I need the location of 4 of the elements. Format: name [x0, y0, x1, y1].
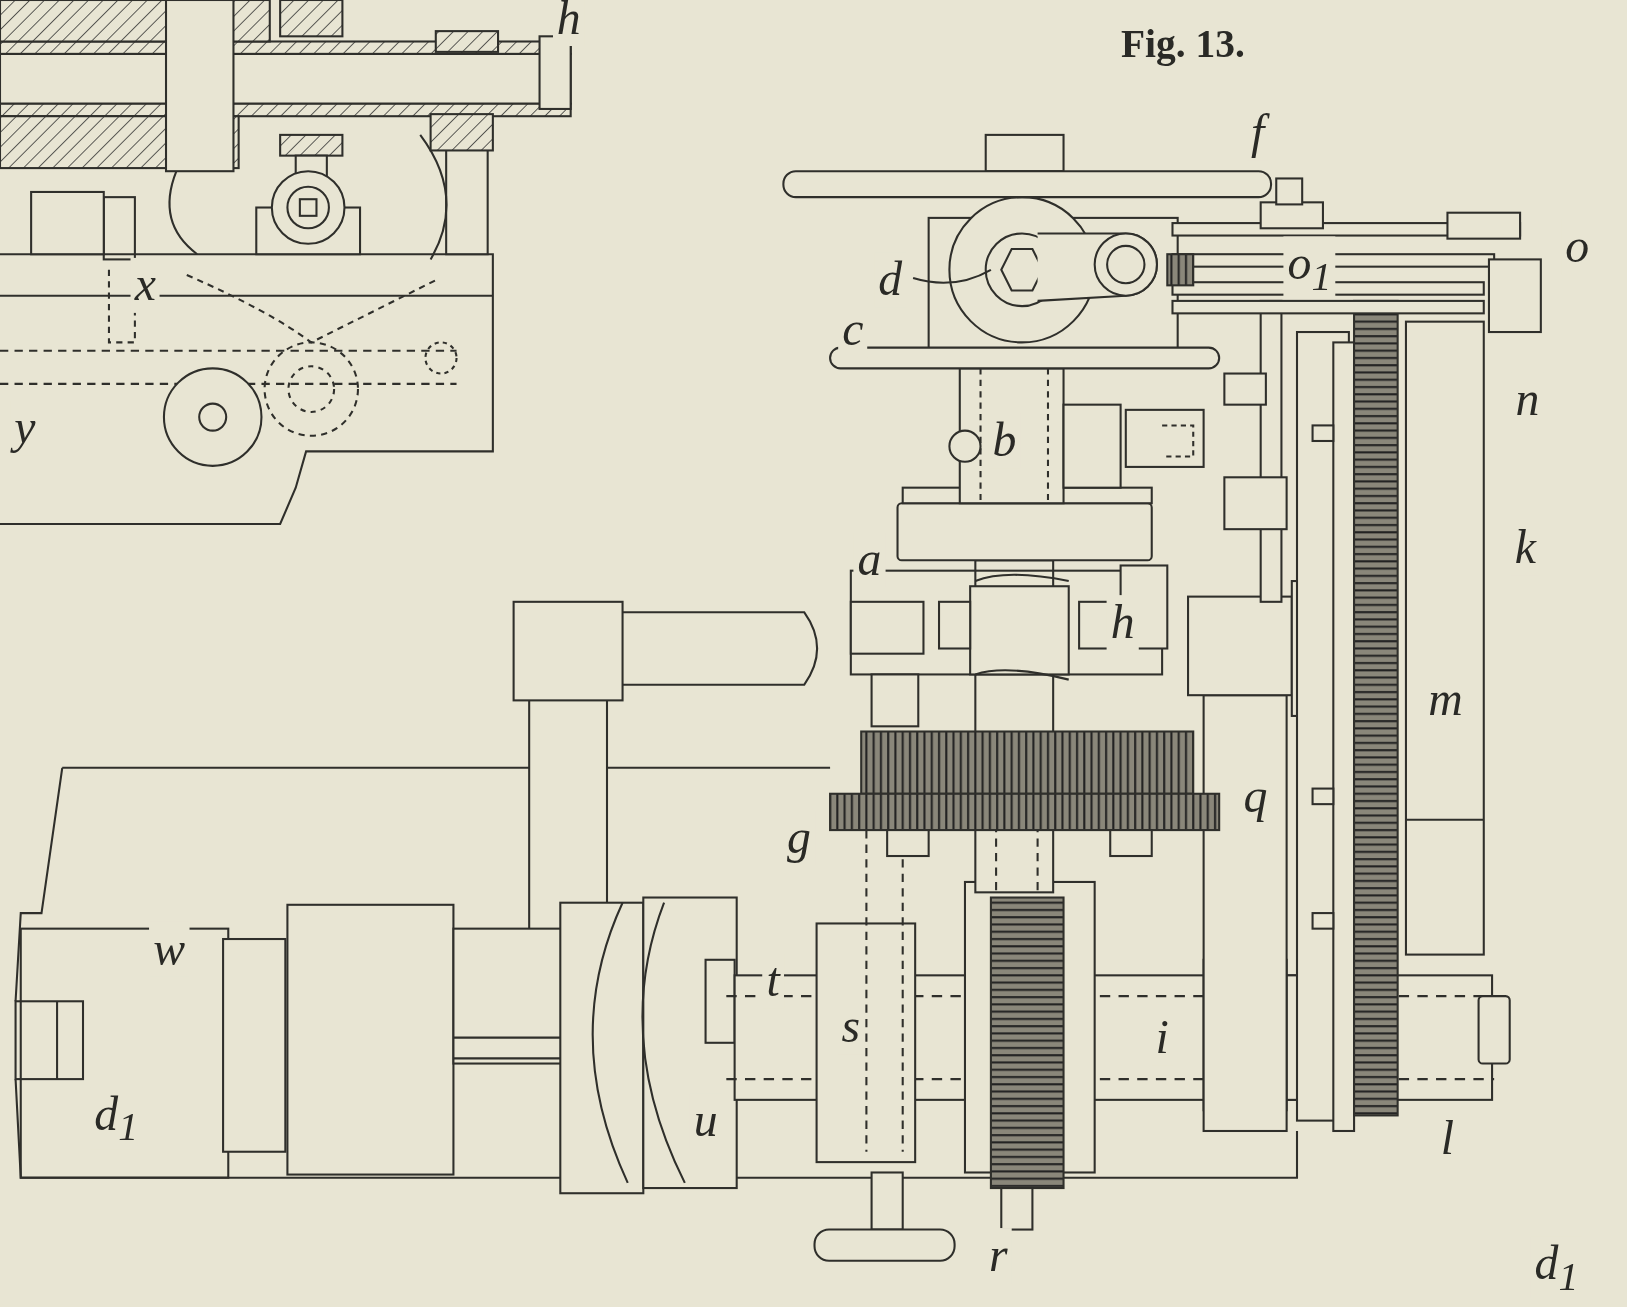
figure-title: Fig. 13. [1121, 20, 1245, 67]
part-letter: h [1106, 595, 1139, 650]
part-letter: x [130, 257, 160, 313]
part-letter: o$_{1}$ [1283, 236, 1336, 299]
